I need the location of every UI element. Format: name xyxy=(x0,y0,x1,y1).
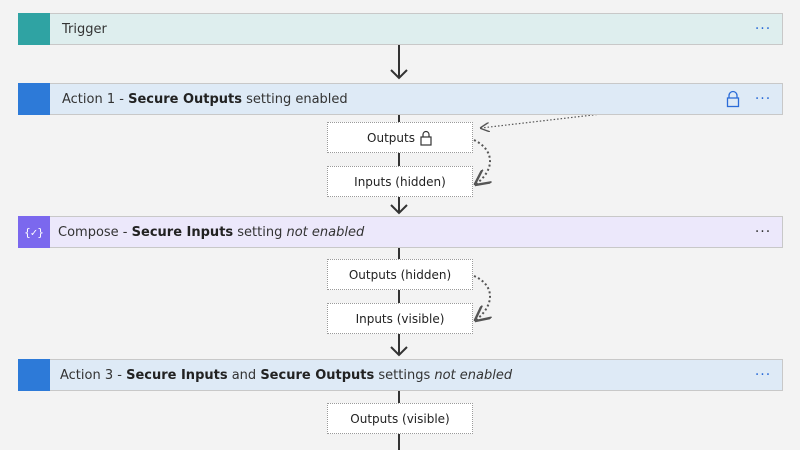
arrow-head-3 xyxy=(390,346,408,357)
compose-inputs-label: Inputs (visible) xyxy=(355,311,445,326)
action1-more-icon[interactable]: ··· xyxy=(754,91,772,107)
compose-title-bold: Secure Inputs xyxy=(131,224,234,240)
action1-title-bold: Secure Outputs xyxy=(128,91,243,107)
trigger-title: Trigger xyxy=(62,21,107,37)
action3-more-icon[interactable]: ··· xyxy=(754,367,772,383)
action1-title-suffix: setting enabled xyxy=(242,91,348,107)
trigger-card[interactable]: Trigger ··· xyxy=(18,13,783,45)
action3-title-prefix: Action 3 - xyxy=(60,367,127,383)
action1-inputs-box: Inputs (hidden) xyxy=(327,166,473,197)
action3-title-bold1: Secure Inputs xyxy=(126,367,228,383)
action1-title: Action 1 - Secure Outputs setting enable… xyxy=(62,92,348,107)
lock-icon[interactable] xyxy=(724,90,742,108)
arrow-head-1 xyxy=(390,69,408,80)
trigger-more-icon[interactable]: ··· xyxy=(754,21,772,37)
action1-title-prefix: Action 1 - xyxy=(62,91,129,107)
action1-strip xyxy=(18,83,50,115)
action3-card[interactable]: Action 3 - Secure Inputs and Secure Outp… xyxy=(18,359,783,391)
action3-strip xyxy=(18,359,50,391)
lock-icon xyxy=(420,130,432,146)
action1-inputs-label: Inputs (hidden) xyxy=(354,174,446,189)
compose-title-middle: setting xyxy=(233,224,287,240)
action3-outputs-label: Outputs (visible) xyxy=(350,411,450,426)
compose-outputs-label: Outputs (hidden) xyxy=(348,267,452,282)
compose-icon: {✓} xyxy=(24,225,44,239)
dotted-curve-1 xyxy=(474,139,490,184)
action3-outputs-box: Outputs (visible) xyxy=(327,403,473,434)
action3-title-and: and xyxy=(227,367,261,383)
trigger-strip xyxy=(18,13,50,45)
compose-inputs-box: Inputs (visible) xyxy=(327,303,473,334)
action1-outputs-label: Outputs xyxy=(367,130,415,145)
action3-title-bold2: Secure Outputs xyxy=(260,367,375,383)
compose-outputs-box: Outputs (hidden) xyxy=(327,259,473,290)
action1-outputs-box: Outputs xyxy=(327,122,473,153)
action3-title: Action 3 - Secure Inputs and Secure Outp… xyxy=(60,368,512,383)
compose-card[interactable]: {✓} Compose - Secure Inputs setting not … xyxy=(18,216,783,248)
action1-card[interactable]: Action 1 - Secure Outputs setting enable… xyxy=(18,83,783,115)
action3-title-italic: not enabled xyxy=(434,367,513,383)
action3-title-middle: settings xyxy=(374,367,435,383)
compose-title-italic: not enabled xyxy=(286,224,365,240)
compose-title-prefix: Compose - xyxy=(58,224,132,240)
dotted-curve-2 xyxy=(474,275,490,320)
arrow-head-2 xyxy=(390,204,408,215)
compose-more-icon[interactable]: ··· xyxy=(754,224,772,240)
compose-title: Compose - Secure Inputs setting not enab… xyxy=(58,225,364,240)
compose-strip: {✓} xyxy=(18,216,50,248)
